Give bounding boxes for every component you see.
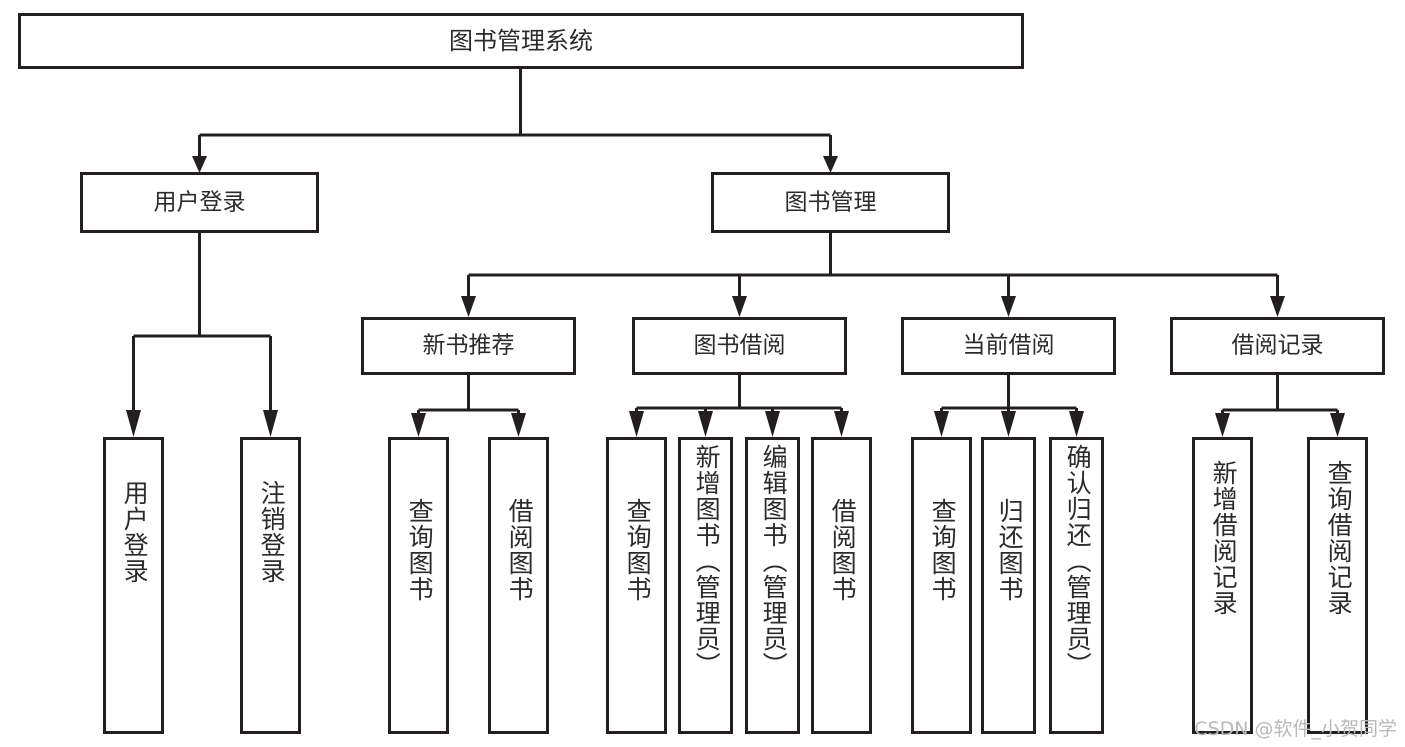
node-label-book-manage: 图书管理: [785, 190, 877, 216]
node-box-leaf-edit-book[interactable]: [745, 437, 800, 734]
node-box-leaf-add-book[interactable]: [678, 437, 733, 734]
arrow-head-leaf-query-book-3: [934, 411, 949, 437]
arrow-head-leaf-add-book: [698, 411, 713, 437]
arrow-head-user-login: [192, 156, 207, 173]
arrow-head-leaf-user-login: [126, 410, 141, 437]
arrow-head-leaf-query-book-1: [411, 413, 426, 437]
node-label-book-borrow: 图书借阅: [694, 333, 786, 359]
arrow-head-book-manage: [823, 156, 838, 173]
node-box-leaf-query-book-1[interactable]: [388, 437, 449, 734]
arrow-head-leaf-user-logout: [263, 410, 278, 437]
node-box-current-borrow[interactable]: [901, 317, 1116, 375]
arrow-head-borrow-record: [1270, 296, 1285, 317]
arrow-head-new-book-recommend: [461, 296, 476, 317]
arrow-head-book-borrow: [732, 296, 747, 317]
node-box-leaf-borrow-book-1[interactable]: [488, 437, 549, 734]
node-label-borrow-record: 借阅记录: [1232, 333, 1324, 359]
node-label-root: 图书管理系统: [449, 27, 593, 55]
node-label-current-borrow: 当前借阅: [963, 333, 1055, 359]
node-box-user-login[interactable]: [80, 172, 319, 233]
node-box-new-book-recommend[interactable]: [361, 317, 576, 375]
node-label-user-login: 用户登录: [154, 190, 246, 216]
node-box-borrow-record[interactable]: [1170, 317, 1385, 375]
arrow-head-leaf-add-record: [1215, 413, 1230, 437]
node-box-leaf-add-record[interactable]: [1192, 437, 1253, 734]
node-box-leaf-user-login[interactable]: [103, 437, 164, 734]
connectors-layer: [126, 68, 1345, 437]
node-box-leaf-query-book-2[interactable]: [606, 437, 667, 734]
node-box-leaf-borrow-book-2[interactable]: [811, 437, 872, 734]
arrow-head-leaf-borrow-book-1: [511, 413, 526, 437]
node-box-leaf-query-record[interactable]: [1307, 437, 1368, 734]
arrow-head-leaf-query-record: [1330, 413, 1345, 437]
arrow-head-current-borrow: [1001, 296, 1016, 317]
node-box-leaf-user-logout[interactable]: [240, 437, 301, 734]
arrow-head-leaf-query-book-2: [629, 411, 644, 437]
node-box-leaf-return-book[interactable]: [981, 437, 1036, 734]
csdn-watermark: CSDN @软件_小贺同学: [1194, 718, 1397, 740]
arrow-head-leaf-borrow-book-2: [834, 411, 849, 437]
nodes-layer: 图书管理系统 用户登录 图书管理 新书推荐 图书借阅 当前借阅 借阅记录: [18, 13, 1385, 734]
node-box-leaf-query-book-3[interactable]: [911, 437, 972, 734]
arrow-head-leaf-edit-book: [765, 411, 780, 437]
node-box-root[interactable]: [18, 13, 1024, 69]
arrow-head-leaf-confirm-return: [1069, 411, 1084, 437]
arrow-head-leaf-return-book: [1001, 411, 1016, 437]
node-box-book-borrow[interactable]: [632, 317, 847, 375]
node-box-leaf-confirm-return[interactable]: [1049, 437, 1104, 734]
node-box-book-manage[interactable]: [711, 172, 950, 233]
node-label-new-book-recommend: 新书推荐: [423, 333, 515, 359]
